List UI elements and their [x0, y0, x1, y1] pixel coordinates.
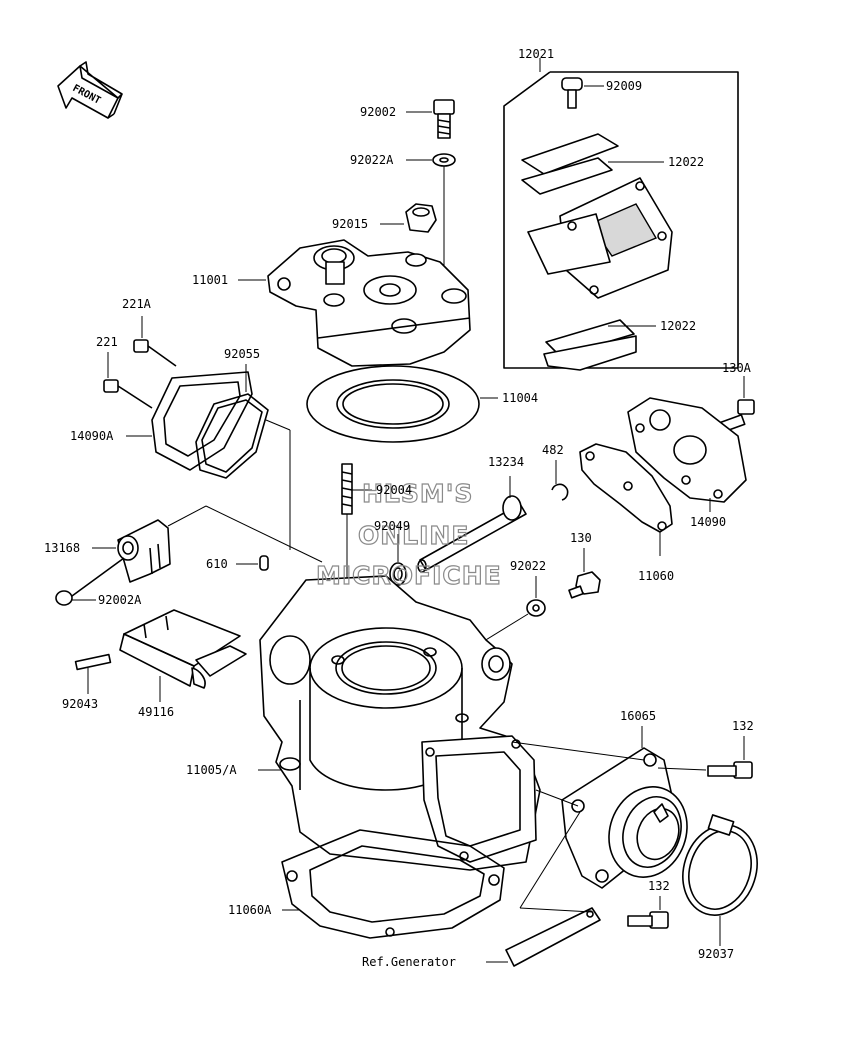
cylinder-part — [259, 575, 541, 871]
generator-reference-part — [486, 811, 601, 967]
watermark-line-3: MICROFICHE — [316, 561, 502, 590]
part-label-482: 482 — [542, 443, 564, 457]
part-label-92009: 92009 — [606, 79, 642, 93]
part-labels: 12021 92009 12022 12022 92002 92022A 920… — [44, 47, 754, 969]
part-label-49116: 49116 — [138, 705, 174, 719]
part-label-130A: 130A — [722, 361, 752, 375]
base-gasket-part — [281, 829, 505, 939]
part-label-92004: 92004 — [376, 483, 412, 497]
oil-seal-part — [389, 534, 407, 586]
part-label-132-lower: 132 — [648, 879, 670, 893]
leader-lines-130A — [709, 376, 745, 512]
bolt-130-part — [568, 548, 601, 599]
part-label-16065: 16065 — [620, 709, 656, 723]
leader-lines-cover — [107, 316, 291, 550]
part-label-130: 130 — [570, 531, 592, 545]
part-label-11060A: 11060A — [228, 903, 272, 917]
part-label-92049: 92049 — [374, 519, 410, 533]
part-label-92015: 92015 — [332, 217, 368, 231]
power-valve-parts — [74, 609, 247, 702]
leader-lines-reed — [584, 85, 664, 327]
part-label-12022-upper: 12022 — [668, 155, 704, 169]
part-label-13234: 13234 — [488, 455, 524, 469]
part-label-11001: 11001 — [192, 273, 228, 287]
head-gasket-part — [306, 365, 480, 443]
part-label-ref-generator: Ref.Generator — [362, 955, 456, 969]
part-label-11005A: 11005/A — [186, 763, 237, 777]
front-arrow-icon: FRONT — [57, 61, 123, 119]
watermark-line-1: HLSM'S — [362, 479, 473, 508]
part-label-12022-lower: 12022 — [660, 319, 696, 333]
part-label-14090A: 14090A — [70, 429, 114, 443]
part-label-13168: 13168 — [44, 541, 80, 555]
part-label-92022: 92022 — [510, 559, 546, 573]
watermark-line-2: ONLINE — [358, 521, 469, 550]
part-label-92002A: 92002A — [98, 593, 142, 607]
valve-shaft-parts — [417, 460, 569, 573]
part-label-92043: 92043 — [62, 697, 98, 711]
head-bolt-parts — [405, 99, 456, 290]
washer-92022-part — [475, 576, 546, 647]
part-label-92055: 92055 — [224, 347, 260, 361]
part-label-11004: 11004 — [502, 391, 538, 405]
part-label-221A: 221A — [122, 297, 152, 311]
dowel-pin-part — [236, 555, 269, 571]
valve-lever-parts — [55, 505, 323, 606]
power-valve-cover-parts — [627, 397, 755, 503]
part-label-92022A: 92022A — [350, 153, 394, 167]
valve-gasket-part — [579, 443, 673, 556]
watermark: HLSM'S ONLINE MICROFICHE — [315, 478, 502, 590]
part-label-610: 610 — [206, 557, 228, 571]
part-label-11060: 11060 — [638, 569, 674, 583]
reed-valve-group-box — [503, 58, 739, 369]
leader-lines-bolts — [380, 111, 432, 225]
part-label-12021: 12021 — [518, 47, 554, 61]
part-label-132-upper: 132 — [732, 719, 754, 733]
reed-valve-parts — [521, 77, 673, 371]
part-label-92002: 92002 — [360, 105, 396, 119]
part-label-14090: 14090 — [690, 515, 726, 529]
intake-manifold-parts — [511, 726, 758, 946]
cylinder-head-part — [267, 239, 471, 367]
part-label-221: 221 — [96, 335, 118, 349]
exhaust-cover-parts — [103, 339, 269, 479]
part-label-92037: 92037 — [698, 947, 734, 961]
